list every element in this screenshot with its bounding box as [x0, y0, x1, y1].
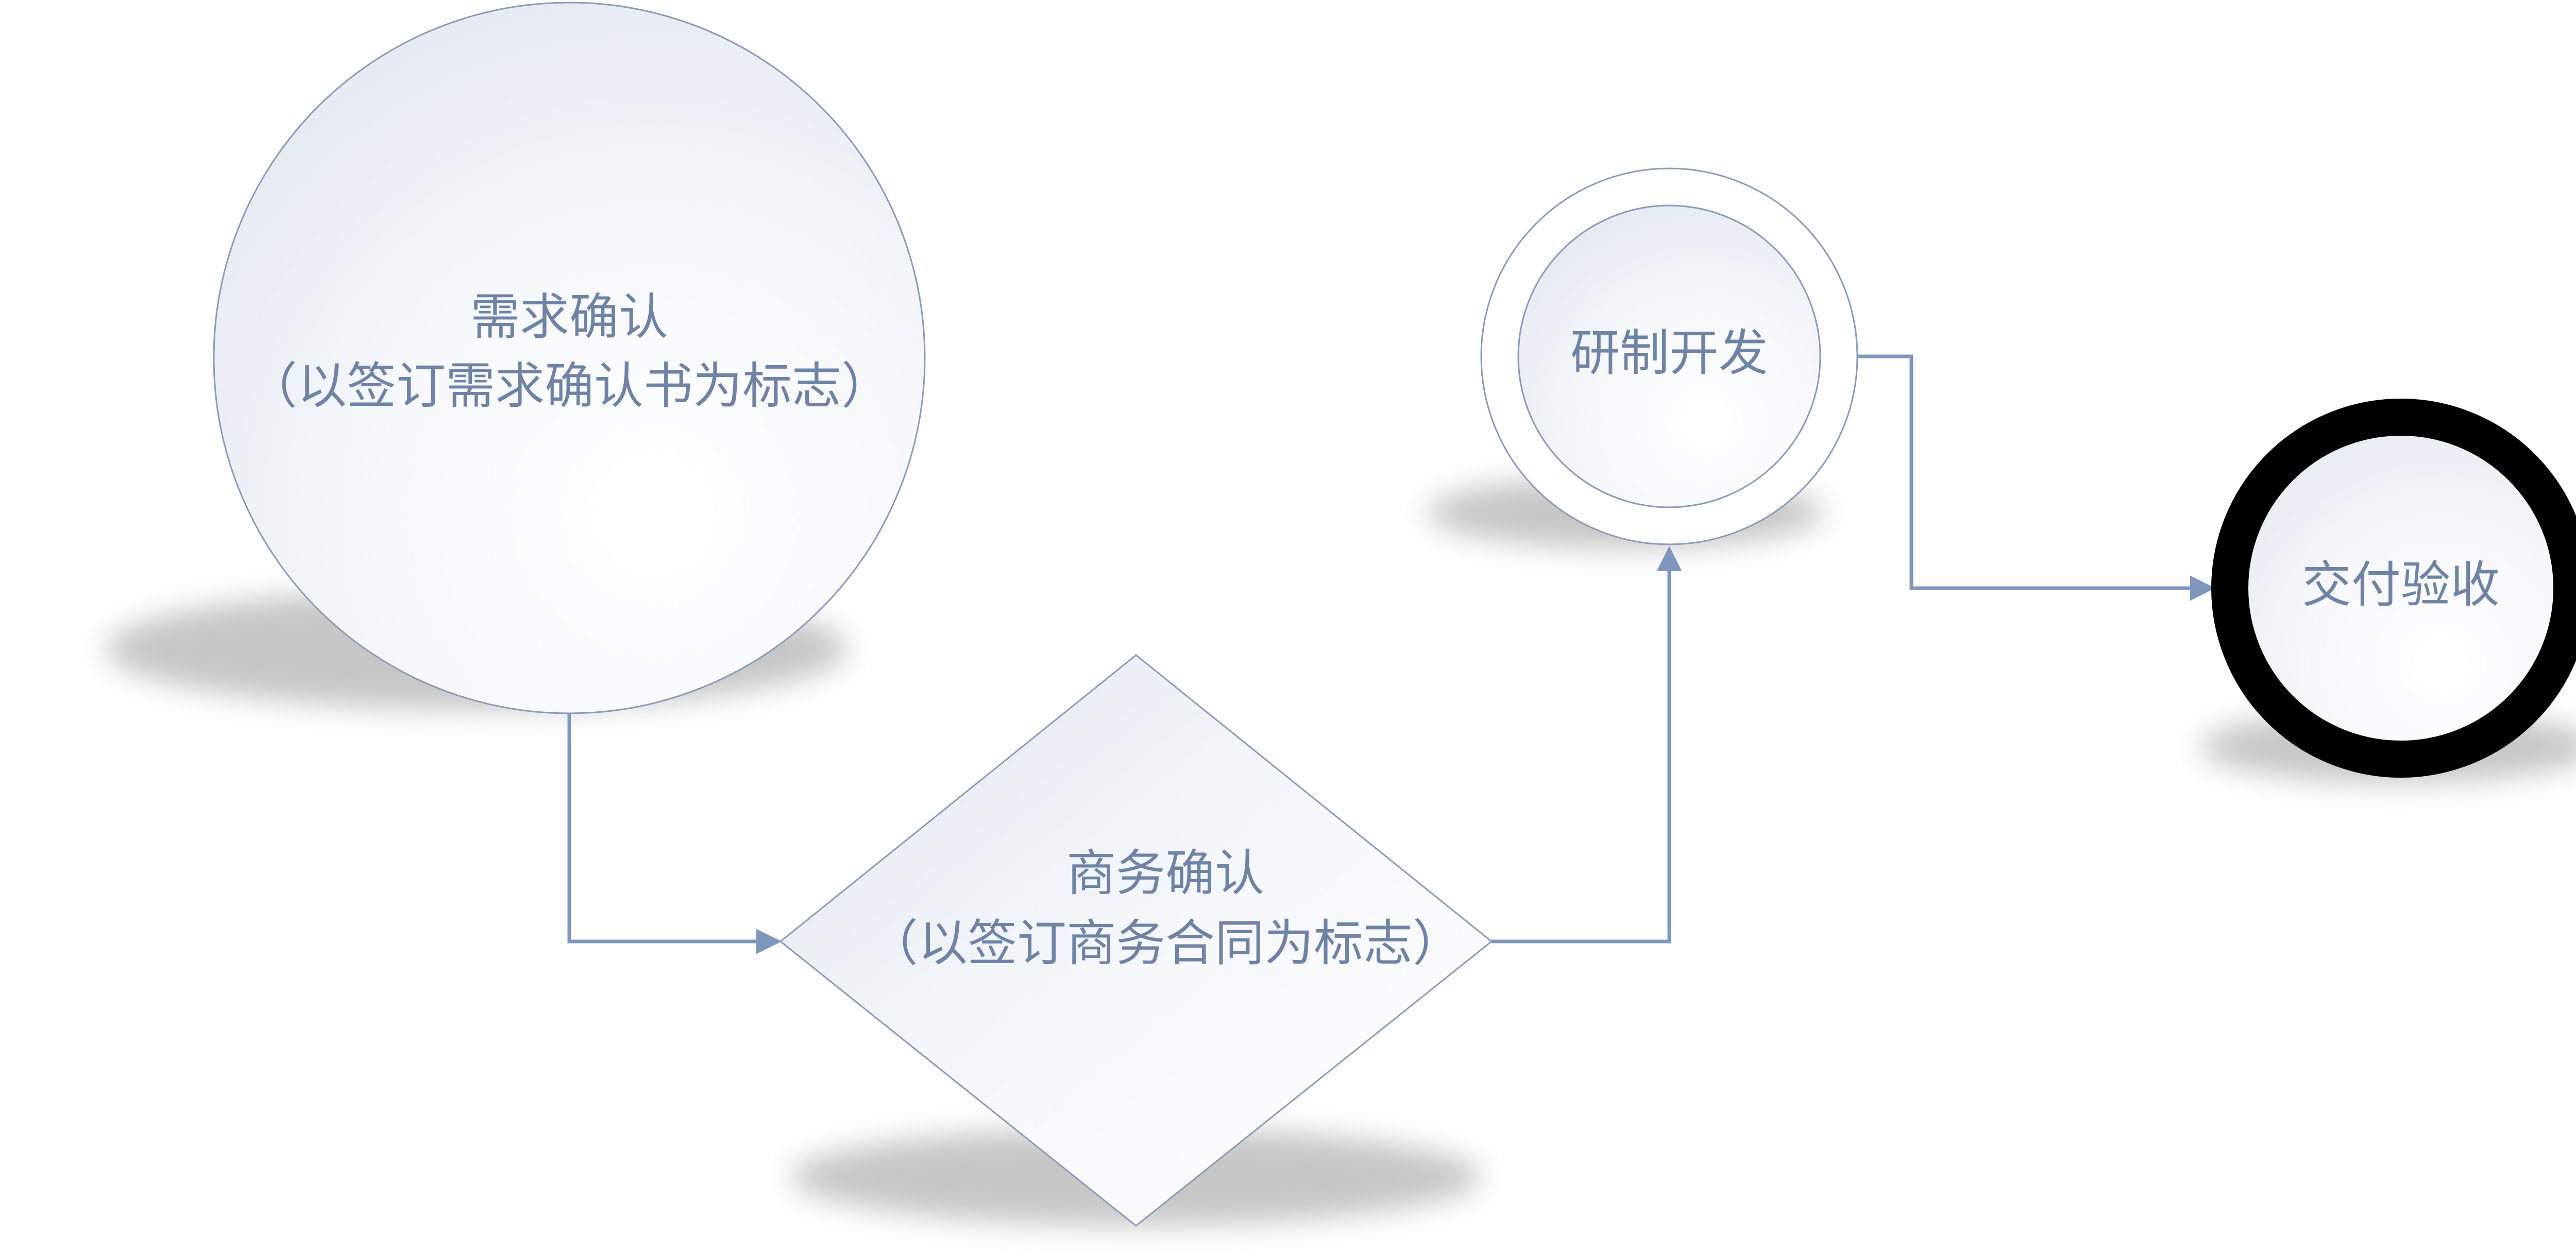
- business-node-title: 商务确认: [1066, 844, 1264, 902]
- development-node-title: 研制开发: [1570, 324, 1768, 382]
- requirement-node[interactable]: 需求确认 （以签订需求确认书为标志）: [213, 2, 926, 714]
- development-node[interactable]: 研制开发: [1480, 167, 1858, 545]
- connector-development-to-delivery: [1857, 354, 2215, 601]
- requirement-node-circle: [213, 2, 926, 714]
- requirement-node-title: 需求确认: [470, 288, 668, 346]
- business-node-subtitle: （以签订商务合同为标志）: [869, 914, 1462, 972]
- delivery-node-terminal-ring: [2211, 399, 2576, 778]
- delivery-node-title: 交付验收: [2302, 556, 2500, 613]
- business-node[interactable]: 商务确认 （以签订商务合同为标志）: [779, 654, 1493, 1227]
- requirement-node-subtitle: （以签订需求确认书为标志）: [248, 357, 891, 415]
- connector-business-to-development: [1492, 546, 1682, 944]
- delivery-node[interactable]: 交付验收: [2211, 399, 2576, 778]
- connector-layer: [567, 354, 2215, 954]
- connector-requirement-to-business: [567, 713, 782, 954]
- business-node-diamond: [779, 654, 1493, 1227]
- development-node-inner-circle: [1517, 204, 1821, 508]
